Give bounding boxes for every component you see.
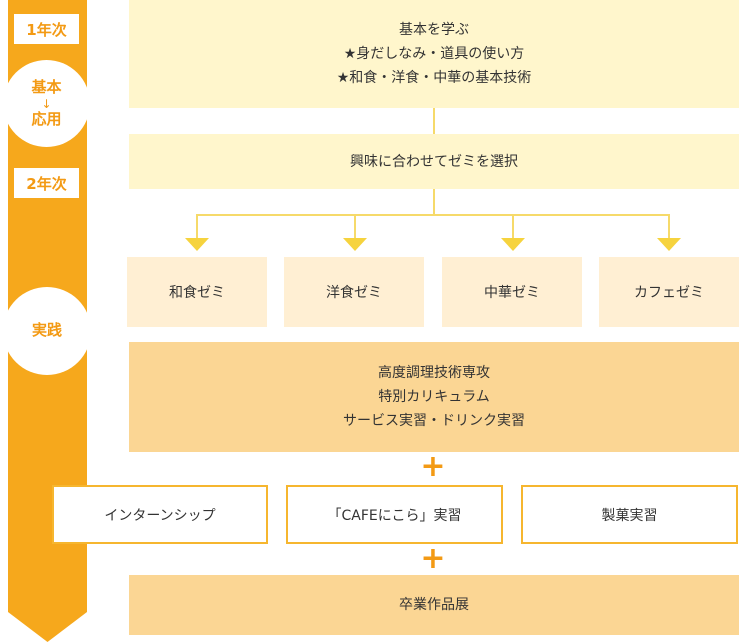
zemi-label: 中華ゼミ — [484, 285, 540, 301]
branch-drop-line — [196, 214, 198, 238]
branch-drop-line — [354, 214, 356, 238]
basics-line-2: ★和食・洋食・中華の基本技術 — [336, 70, 532, 86]
branch-drop-line — [512, 214, 514, 238]
year-1-label: 1年次 — [14, 14, 79, 44]
phase-basic-label: 基本 — [31, 78, 62, 96]
advanced-line-3: サービス実習・ドリンク実習 — [343, 413, 525, 429]
plus-icon: + — [420, 449, 446, 484]
zemi-box-japanese: 和食ゼミ — [127, 257, 267, 327]
practice-label: インターンシップ — [104, 507, 216, 524]
practice-label: 「CAFEにこら」実習 — [327, 507, 462, 524]
zemi-label: 和食ゼミ — [169, 285, 225, 301]
select-seminar-box: 興味に合わせてゼミを選択 — [129, 134, 739, 189]
cafe-nicora-box: 「CAFEにこら」実習 — [286, 485, 503, 544]
branch-line — [196, 214, 670, 216]
zemi-box-western: 洋食ゼミ — [284, 257, 424, 327]
internship-box: インターンシップ — [52, 485, 268, 544]
basics-title: 基本を学ぶ — [399, 22, 469, 38]
arrow-down-icon — [343, 238, 367, 251]
advanced-line-1: 高度調理技術専攻 — [378, 365, 490, 381]
zemi-label: カフェゼミ — [634, 285, 704, 301]
branch-drop-line — [668, 214, 670, 238]
advanced-curriculum-box: 高度調理技術専攻 特別カリキュラム サービス実習・ドリンク実習 — [129, 342, 739, 452]
arrow-down-icon — [657, 238, 681, 251]
select-seminar-text: 興味に合わせてゼミを選択 — [350, 153, 518, 170]
phase-basic-applied-circle: 基本 ↓ 応用 — [3, 60, 90, 147]
year-2-label: 2年次 — [14, 168, 79, 198]
arrow-down-icon — [501, 238, 525, 251]
confectionery-box: 製菓実習 — [521, 485, 738, 544]
arrow-down-icon: ↓ — [41, 96, 52, 111]
graduation-exhibition-box: 卒業作品展 — [129, 575, 739, 635]
plus-icon: + — [420, 541, 446, 576]
zemi-box-cafe: カフェゼミ — [599, 257, 739, 327]
phase-applied-label: 応用 — [31, 109, 62, 128]
connector-line — [433, 108, 435, 134]
practice-label: 製菓実習 — [601, 507, 658, 524]
phase-practice-circle: 実践 — [3, 287, 91, 375]
zemi-box-chinese: 中華ゼミ — [442, 257, 582, 327]
basics-line-1: ★身だしなみ・道具の使い方 — [343, 46, 525, 62]
phase-practice-label: 実践 — [31, 321, 62, 340]
arrow-down-icon — [185, 238, 209, 251]
connector-line — [433, 189, 435, 216]
zemi-label: 洋食ゼミ — [326, 285, 382, 301]
basics-box: 基本を学ぶ ★身だしなみ・道具の使い方 ★和食・洋食・中華の基本技術 — [129, 0, 739, 108]
graduation-label: 卒業作品展 — [399, 597, 469, 613]
advanced-line-2: 特別カリキュラム — [378, 389, 490, 405]
